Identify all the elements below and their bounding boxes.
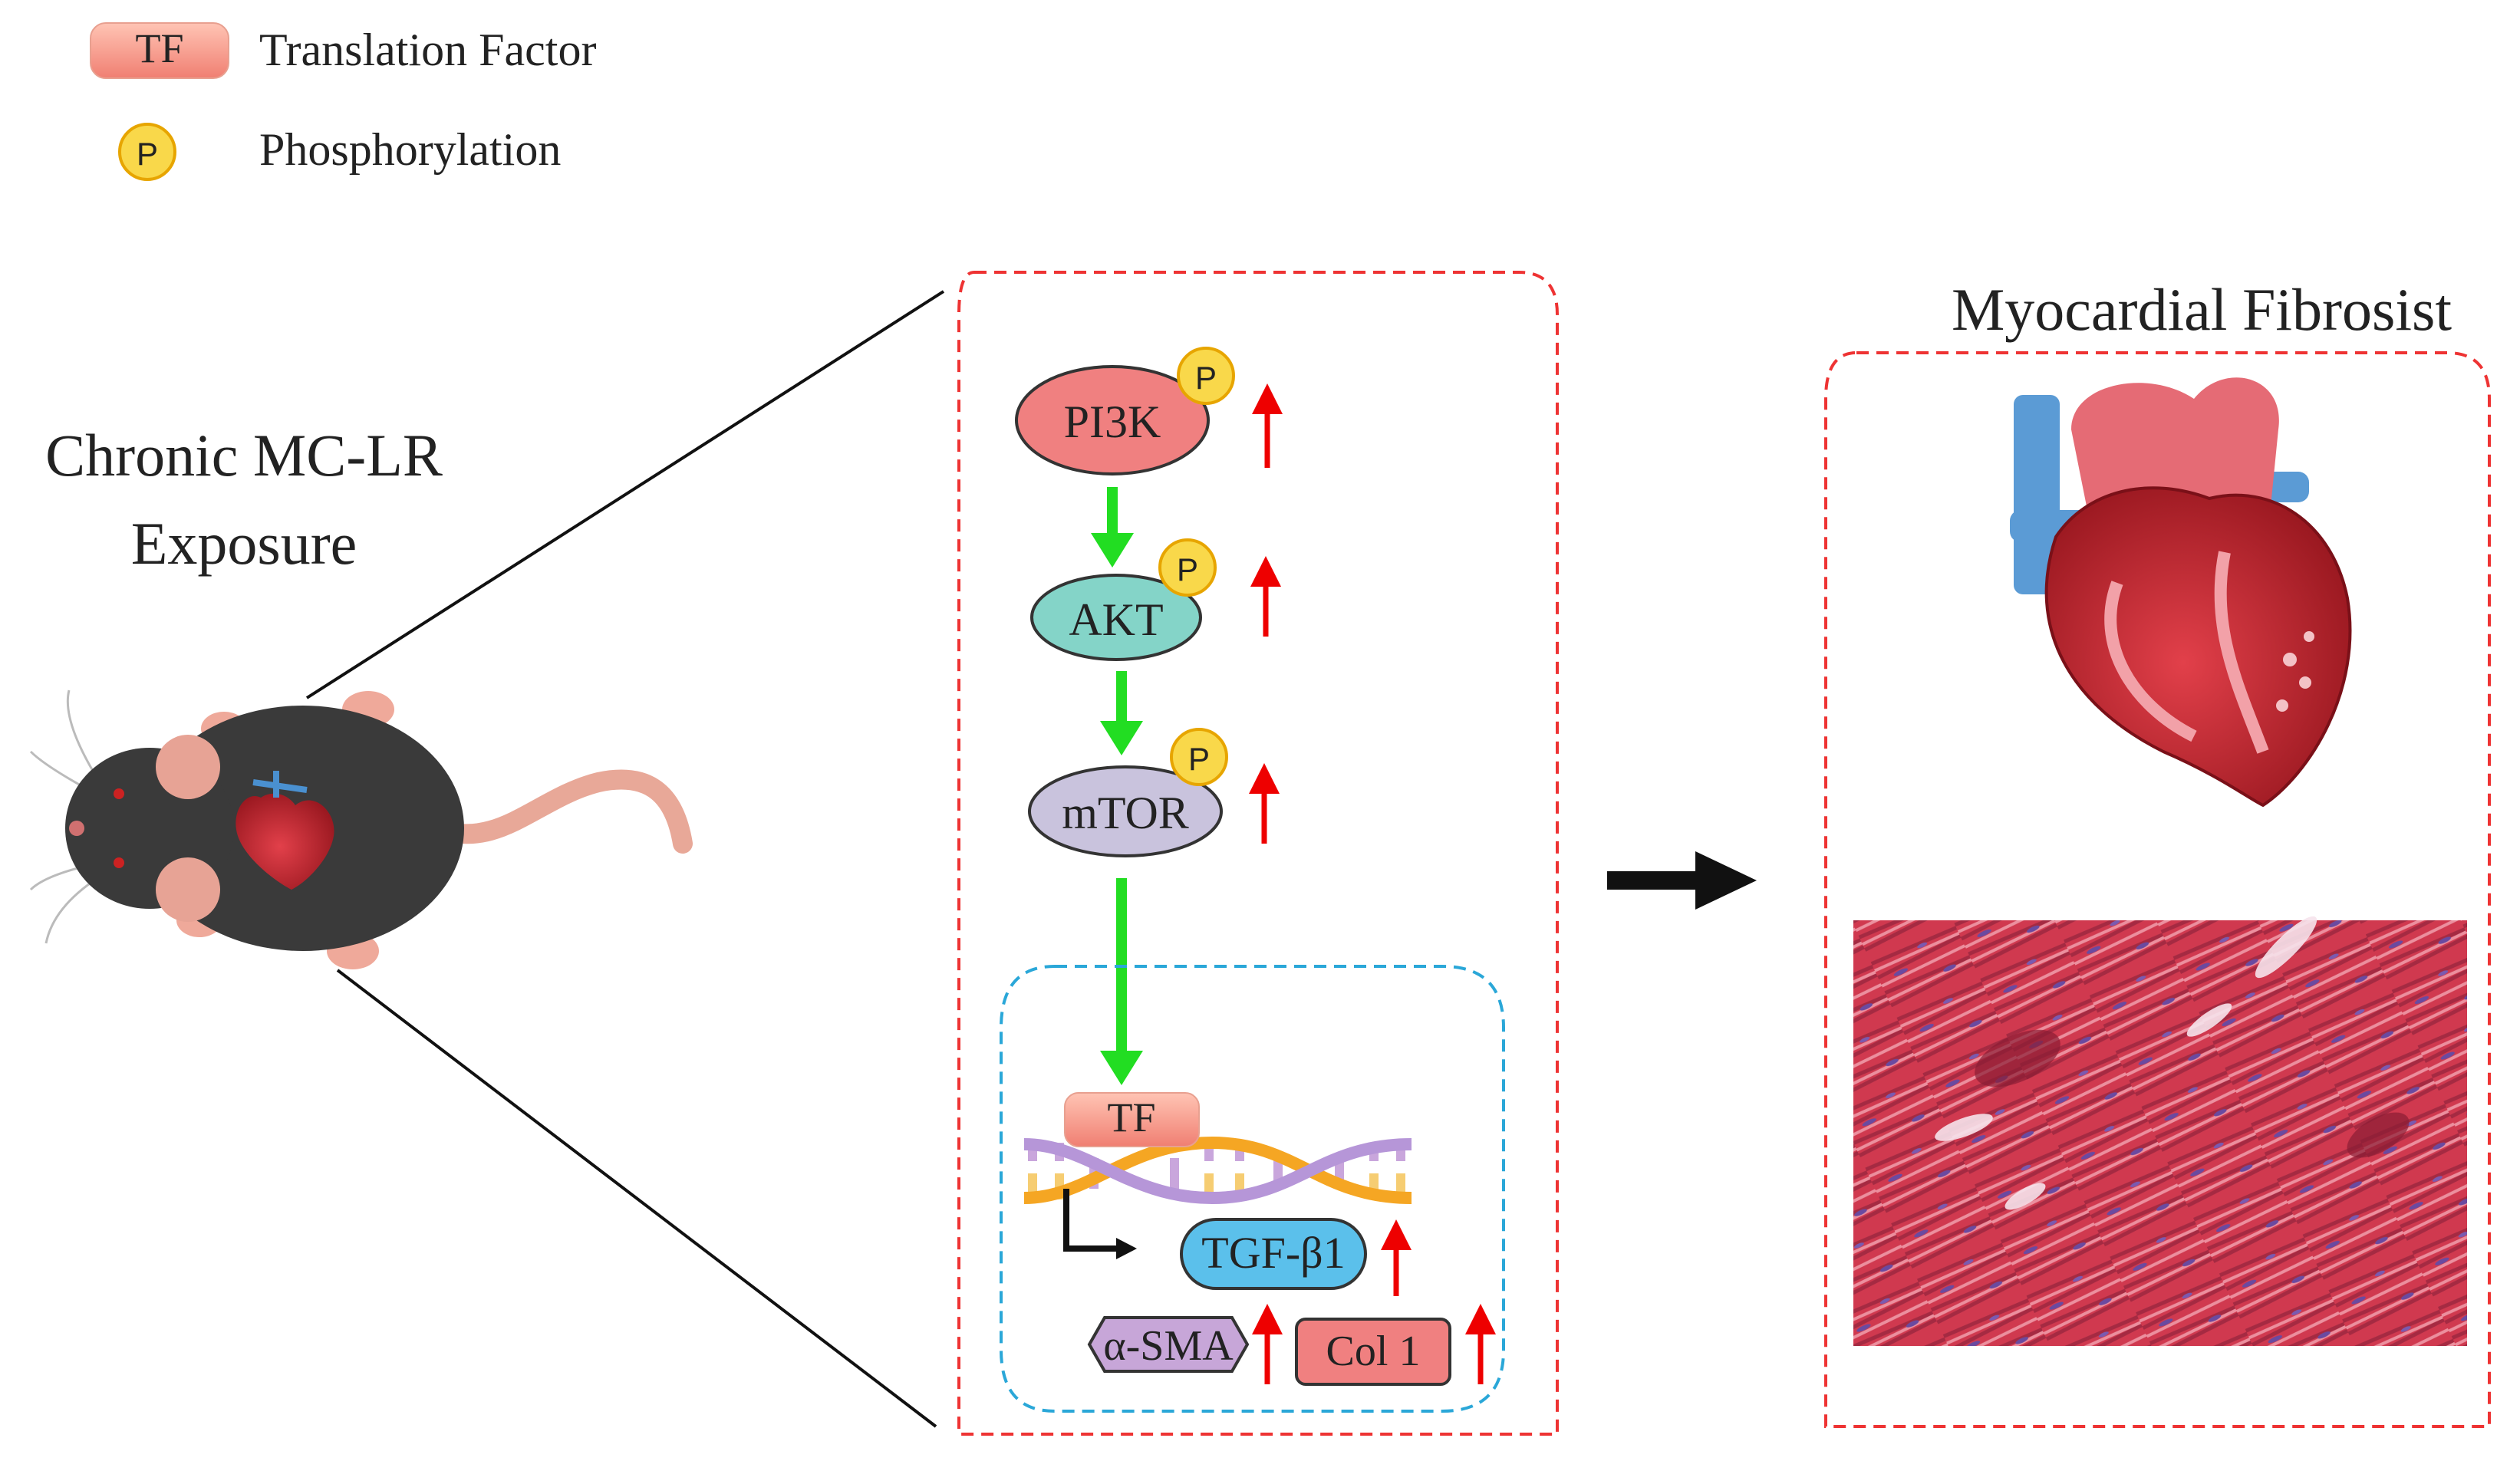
col1-up-arrow xyxy=(1465,1304,1496,1384)
outcome-title: Myocardial Fibrosist xyxy=(1952,276,2452,343)
mtor-phospho-icon: P xyxy=(1170,728,1228,786)
heart-illustration xyxy=(2010,377,2352,808)
mouse-illustration xyxy=(29,689,693,969)
node-col1-label: Col 1 xyxy=(1326,1328,1421,1375)
tgfb1-up-arrow xyxy=(1381,1219,1412,1296)
nucleus-boundary xyxy=(1000,965,1505,1413)
tf-badge: TF xyxy=(1064,1092,1200,1147)
zoom-line-bottom xyxy=(336,969,937,1428)
asma-up-arrow xyxy=(1252,1304,1283,1384)
arrow-pi3k-akt xyxy=(1091,487,1134,568)
outcome-panel xyxy=(1824,351,2491,1428)
legend-tf-label: Translation Factor xyxy=(259,25,596,75)
node-col1: Col 1 xyxy=(1295,1318,1451,1386)
zoom-line-top xyxy=(305,290,945,699)
pi3k-up-arrow xyxy=(1252,383,1283,468)
akt-up-arrow xyxy=(1250,556,1281,637)
akt-phospho-text: P xyxy=(1177,551,1198,587)
dna-helix-icon xyxy=(1023,1136,1412,1205)
node-mtor: mTOR P xyxy=(1028,728,1228,857)
mtor-up-arrow xyxy=(1249,763,1280,844)
legend-phospho-label: Phosphorylation xyxy=(259,124,561,175)
pi3k-phospho-icon: P xyxy=(1177,347,1235,405)
pathway-panel xyxy=(957,271,1559,1436)
result-arrow xyxy=(1607,851,1757,910)
pi3k-phospho-text: P xyxy=(1195,360,1217,396)
node-tgfb1-label: TGF-β1 xyxy=(1201,1228,1345,1278)
node-asma-label: α-SMA xyxy=(1103,1322,1234,1370)
akt-phospho-icon: P xyxy=(1158,538,1217,597)
mtor-phospho-text: P xyxy=(1188,741,1210,777)
node-asma: α-SMA xyxy=(1087,1316,1250,1373)
legend: TF Translation Factor P Phosphorylation xyxy=(90,22,596,181)
arrow-akt-mtor xyxy=(1100,671,1143,755)
exposure-title-line1: Chronic MC-LR xyxy=(45,422,443,489)
node-akt-label: AKT xyxy=(1069,594,1163,645)
node-mtor-label: mTOR xyxy=(1062,788,1189,838)
transcription-start-arrow xyxy=(1063,1189,1137,1259)
node-tgfb1: TGF-β1 xyxy=(1180,1218,1367,1290)
legend-tf-badge: TF xyxy=(90,22,229,79)
node-akt: AKT P xyxy=(1030,538,1217,661)
node-pi3k-label: PI3K xyxy=(1064,397,1161,447)
tf-badge-label: TF xyxy=(1107,1094,1155,1140)
legend-tf-badge-text: TF xyxy=(135,25,183,71)
histology-image xyxy=(1853,916,2467,1346)
exposure-title-line2: Exposure xyxy=(131,510,357,577)
legend-phospho-badge-text: P xyxy=(137,136,158,172)
arrow-mtor-tf xyxy=(1100,878,1143,1085)
node-pi3k: PI3K P xyxy=(1015,347,1235,475)
legend-phospho-icon: P xyxy=(118,123,176,181)
